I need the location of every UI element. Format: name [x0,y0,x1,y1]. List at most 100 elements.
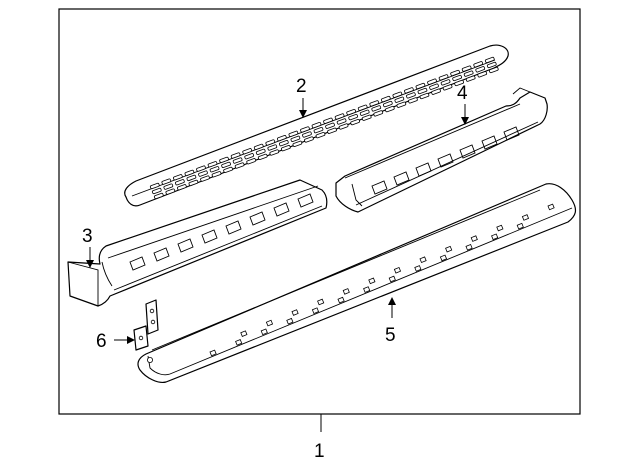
pad-slot [288,130,299,137]
pad-slot [242,148,253,155]
board-pad [286,317,294,325]
pad-slot [477,71,488,78]
pad-slot [153,192,164,200]
pad-slot [223,166,233,173]
pad-slot [327,127,337,134]
pad-slot [450,69,460,77]
callout-3: 3 [82,226,93,247]
callout-5: 5 [385,325,396,346]
pad-slot [440,79,451,86]
pad-slot [188,179,199,187]
pad-slot [461,65,472,72]
board-pad [470,235,478,242]
rear-pocket [459,144,476,159]
rear-pocket [503,126,520,141]
running-board [137,183,577,383]
pad-slot [334,113,345,120]
board-pad [521,214,530,221]
board-pad [388,275,396,283]
board-pad [516,222,524,230]
step-pad-slots [149,56,499,200]
pad-slot [429,83,439,90]
pad-slot [255,148,266,155]
pad-slot [315,132,326,139]
board-pad [393,266,402,274]
pad-slot [149,182,160,190]
pad-slot [221,161,231,168]
rear-molding [335,87,548,213]
pad-slot [302,131,312,138]
pad-slot [406,92,416,99]
pad-slot [350,118,360,126]
board-pad [363,286,371,293]
pad-slot [304,136,314,143]
board-pad [547,203,555,211]
pad-slot [209,166,220,173]
front-pocket [225,220,242,235]
front-pocket [249,211,266,226]
pad-slot [292,140,303,147]
callout-4-arrowhead [461,117,469,125]
pad-slot [253,143,264,150]
board-pad [337,296,345,304]
board-pad [311,307,320,314]
rear-pocket [437,153,454,168]
board-pad [491,233,499,241]
front-pocket [273,202,290,217]
board-pad [235,339,243,346]
pad-slot [207,161,218,168]
pad-slot [165,188,176,195]
callout-2: 2 [296,76,307,97]
pad-slot [265,139,276,146]
callout-2-arrowhead [299,110,307,118]
pad-slot [300,126,310,133]
pad-slot [442,84,453,91]
rear-molding-pockets [371,126,520,195]
pad-slot [211,171,222,178]
pad-slot [475,66,486,73]
pad-slot [338,123,349,130]
pad-slot [177,184,187,191]
pad-slot [384,105,395,113]
pad-slot [473,61,484,68]
pad-slot [200,175,210,182]
board-pad [419,256,427,264]
rear-pocket [481,135,498,150]
pad-slot [281,145,291,152]
pad-slot [357,104,368,111]
front-pocket [153,247,170,262]
pad-slot [269,149,280,156]
pad-slot [394,96,405,103]
pad-slot [417,87,428,95]
board-pad [414,265,422,272]
board-pad [342,288,350,295]
pad-slot [382,100,393,108]
pad-slot [311,122,322,129]
pad-slot [279,140,289,147]
pad-slot [454,79,464,87]
callout-6-arrowhead [127,336,135,344]
step-pad [124,44,509,207]
pad-slot [484,56,495,64]
board-pad [240,330,248,337]
front-pocket [129,256,146,271]
callout-3-arrowhead [86,260,94,268]
pad-slot [427,78,437,85]
front-pocket [177,238,194,253]
board-pad [291,309,299,316]
pad-slot [230,152,241,159]
pad-slot [359,109,370,116]
pad-slot [234,162,245,169]
pad-slot [232,157,243,164]
pad-slot [348,113,358,121]
pad-slot [323,117,333,124]
board-pad [317,298,325,306]
pad-slot [419,92,430,100]
pad-slot [415,82,426,90]
pad-slot [290,135,301,142]
pad-slot [325,122,335,129]
pad-slot [313,127,324,134]
rear-pocket [371,180,388,195]
board-pad [439,254,448,262]
